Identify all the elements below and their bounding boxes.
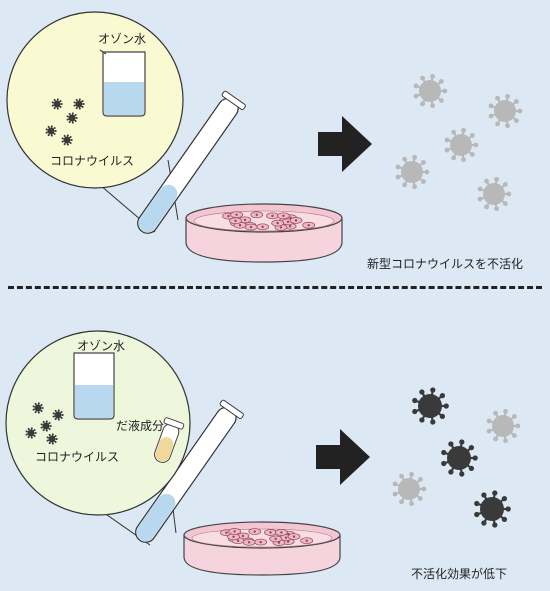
virus-cluster: [25, 402, 64, 445]
virus-cluster: [45, 98, 85, 146]
virus-icon: [52, 409, 64, 421]
virus-icon: [46, 433, 58, 445]
virus-icon: [25, 427, 37, 439]
virus-icon: [395, 154, 430, 190]
bottom-illustration: [5, 330, 521, 576]
coronavirus-label: コロナウイルス: [35, 450, 120, 464]
virus-icon: [32, 402, 44, 414]
virus-icon: [61, 134, 73, 146]
virus-icon: [412, 387, 449, 425]
bottom-panel: オゾン水 だ液成分 コロナウイルス 不活化効果が低下: [0, 305, 550, 591]
virus-group-inactive: [395, 73, 523, 212]
ozone-water-label: オゾン水: [77, 339, 126, 353]
virus-icon: [488, 93, 523, 129]
arrow-right-icon: [318, 116, 372, 172]
virus-icon: [413, 73, 448, 109]
saliva-label: だ液成分: [116, 419, 165, 433]
virus-icon: [444, 127, 479, 163]
virus-icon: [45, 125, 57, 137]
virus-icon: [477, 176, 512, 212]
virus-icon: [392, 471, 427, 507]
test-tube-icon: [137, 90, 246, 234]
coronavirus-label: コロナウイルス: [50, 154, 135, 168]
virus-icon: [486, 408, 521, 444]
beaker-icon: [73, 352, 115, 420]
saliva-tube-icon: [154, 417, 185, 463]
virus-icon: [51, 98, 63, 110]
virus-icon: [441, 439, 478, 477]
arrow-right-icon: [316, 429, 370, 485]
virus-icon: [73, 98, 85, 110]
result-label: 新型コロナウイルスを不活化: [367, 257, 524, 271]
top-illustration: [6, 11, 523, 263]
virus-icon: [66, 112, 78, 124]
virus-group-mixed: [392, 387, 521, 528]
virus-icon: [40, 420, 52, 432]
result-label: 不活化効果が低下: [411, 567, 508, 581]
petri-dish-icon: [185, 203, 343, 263]
zoom-inset: [5, 330, 191, 516]
top-panel: オゾン水 コロナウイルス 新型コロナウイルスを不活化: [0, 0, 550, 286]
beaker-icon: [99, 49, 146, 117]
section-divider: [8, 286, 542, 289]
ozone-water-label: オゾン水: [98, 32, 147, 46]
petri-dish-icon: [183, 521, 341, 576]
virus-icon: [474, 490, 511, 528]
